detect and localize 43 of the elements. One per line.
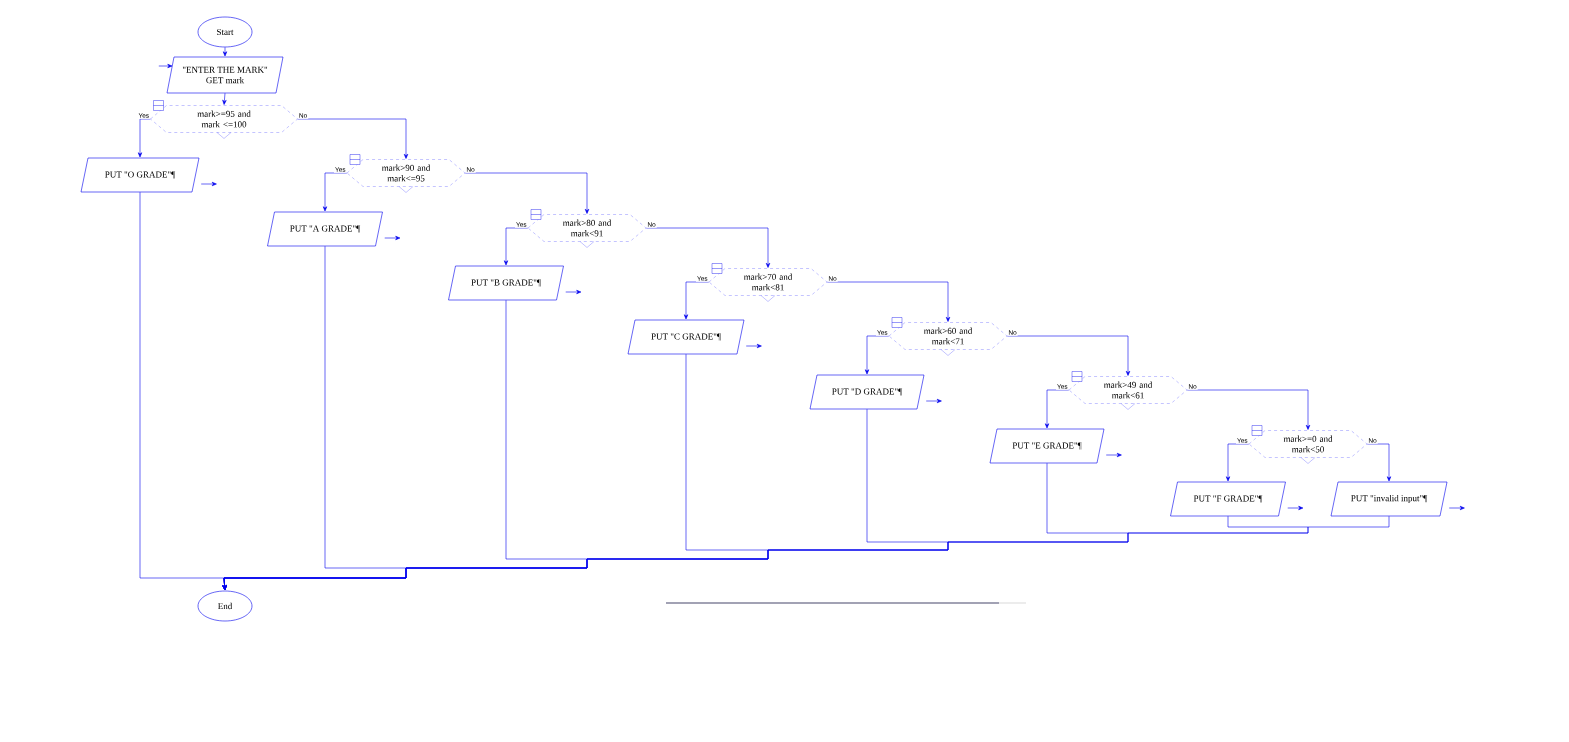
arrow xyxy=(1186,389,1311,430)
arrow xyxy=(158,63,173,69)
output-parallelogram: PUT "D GRADE"¶ xyxy=(809,374,925,410)
arrow xyxy=(1287,505,1304,511)
arrow xyxy=(1366,443,1392,482)
arrow xyxy=(137,118,151,158)
output-parallelogram: PUT "O GRADE"¶ xyxy=(80,157,200,193)
arrow xyxy=(745,343,762,349)
arrow xyxy=(222,47,228,57)
decision-hexagon: mark>80 and mark<91 xyxy=(527,214,647,248)
arrow xyxy=(384,235,401,241)
arrow xyxy=(1448,505,1465,511)
arrow xyxy=(1105,452,1122,458)
output-parallelogram: PUT "A GRADE"¶ xyxy=(267,211,383,247)
output-parallelogram: PUT "C GRADE"¶ xyxy=(627,319,745,355)
terminal-oval: End xyxy=(197,590,253,622)
arrow xyxy=(464,172,590,214)
output-parallelogram: "ENTER THE MARK" GET mark xyxy=(166,56,284,94)
arrow xyxy=(222,92,227,105)
arrow xyxy=(864,335,890,375)
arrow xyxy=(503,227,529,266)
arrow xyxy=(683,281,710,320)
output-parallelogram: PUT "E GRADE"¶ xyxy=(989,428,1105,464)
arrow xyxy=(1044,389,1070,429)
arrow xyxy=(322,172,348,212)
arrow xyxy=(297,118,409,159)
arrow xyxy=(925,398,942,404)
decision-hexagon: mark>70 and mark<81 xyxy=(708,268,828,302)
terminal-oval: Start xyxy=(197,16,253,48)
arrow xyxy=(565,289,582,295)
decision-hexagon: mark>90 and mark<=95 xyxy=(346,159,466,193)
output-parallelogram: PUT "invalid input"¶ xyxy=(1330,481,1448,517)
decision-hexagon: mark>=95 and mark <=100 xyxy=(150,105,298,139)
arrow xyxy=(200,181,217,187)
decision-hexagon: mark>60 and mark<71 xyxy=(888,322,1008,356)
decision-hexagon: mark>49 and mark<61 xyxy=(1068,376,1188,410)
arrow xyxy=(1006,335,1131,376)
arrow xyxy=(645,227,771,268)
decision-hexagon: mark>=0 and mark<50 xyxy=(1248,430,1368,464)
arrow xyxy=(1225,443,1250,482)
output-parallelogram: PUT "F GRADE"¶ xyxy=(1170,481,1286,517)
arrow xyxy=(826,281,951,322)
output-parallelogram: PUT "B GRADE"¶ xyxy=(448,265,564,301)
